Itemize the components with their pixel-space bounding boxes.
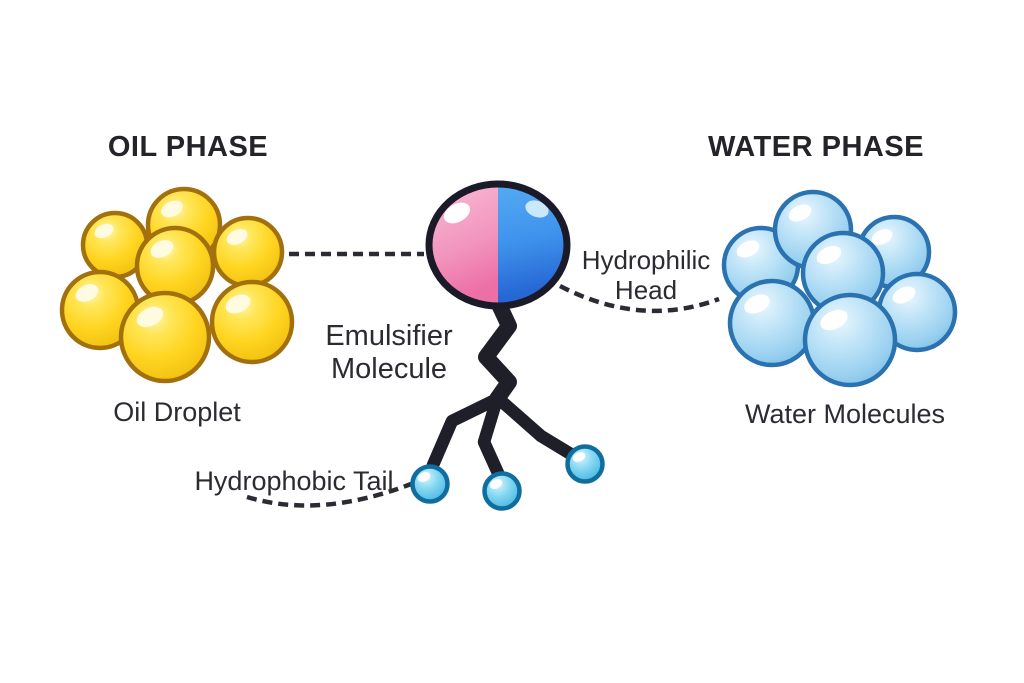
water-sphere-highlight [736,240,760,258]
oil-sphere-highlight [161,200,183,218]
head-blue-highlight [525,200,549,218]
emulsifier-molecule [410,180,605,511]
oil-droplet-label: Oil Droplet [113,397,241,427]
water-sphere-highlight [871,229,893,245]
oil-sphere-highlight [136,306,164,328]
hydrophobic-tail-label: Hydrophobic Tail [194,466,394,496]
oil-sphere-highlight [75,284,99,302]
hydrophilic-head-label: Hydrophilic Head [581,245,711,305]
water-sphere [727,278,817,368]
emulsifier-molecule-label: Emulsifier Molecule [325,320,452,386]
connector-head-to-water [558,284,720,314]
oil-droplet-cluster [59,186,295,384]
hydrophilic-head [425,180,571,310]
water-sphere-highlight [744,294,770,314]
water-sphere-highlight [892,286,916,304]
head-outline [425,180,571,310]
oil-sphere [209,279,295,365]
water-molecules-label: Water Molecules [744,399,946,429]
connector-tail-label [246,481,412,508]
water-molecule-cluster [721,189,958,388]
oil-sphere [211,215,285,289]
oil-sphere [118,290,212,384]
emulsifier-label-line2: Molecule [330,353,448,386]
tail-branch-right [492,392,581,463]
head-pink-highlight [443,202,471,224]
tail-ball-highlight [489,479,503,489]
tail-ball-highlight [417,472,431,482]
tail-balls [410,444,605,511]
emulsifier-label-line1: Emulsifier [325,320,453,352]
tail-branch-middle [477,392,505,480]
hydrophilic-label-line1: Hydrophilic [581,245,711,275]
tail-stem [478,290,517,407]
oil-sphere-highlight [150,240,174,258]
head-pink-half [429,184,498,306]
oil-phase-title: OIL PHASE [107,131,269,163]
tail-branch-left [426,392,504,472]
tail-ball [410,464,450,504]
hydrophilic-label-line2: Head [614,274,678,305]
water-phase-title: WATER PHASE [707,131,925,163]
water-sphere-highlight [816,245,842,265]
tail-ball [482,471,522,511]
tail-ball [565,444,605,484]
water-sphere-highlight [820,309,848,331]
hydrophobic-tail [426,290,581,480]
water-sphere-highlight [788,204,812,222]
oil-sphere-highlight [226,229,248,245]
oil-sphere-highlight [94,223,114,239]
tail-ball-highlight [572,452,586,462]
water-sphere [802,292,898,388]
oil-sphere-highlight [225,294,251,314]
